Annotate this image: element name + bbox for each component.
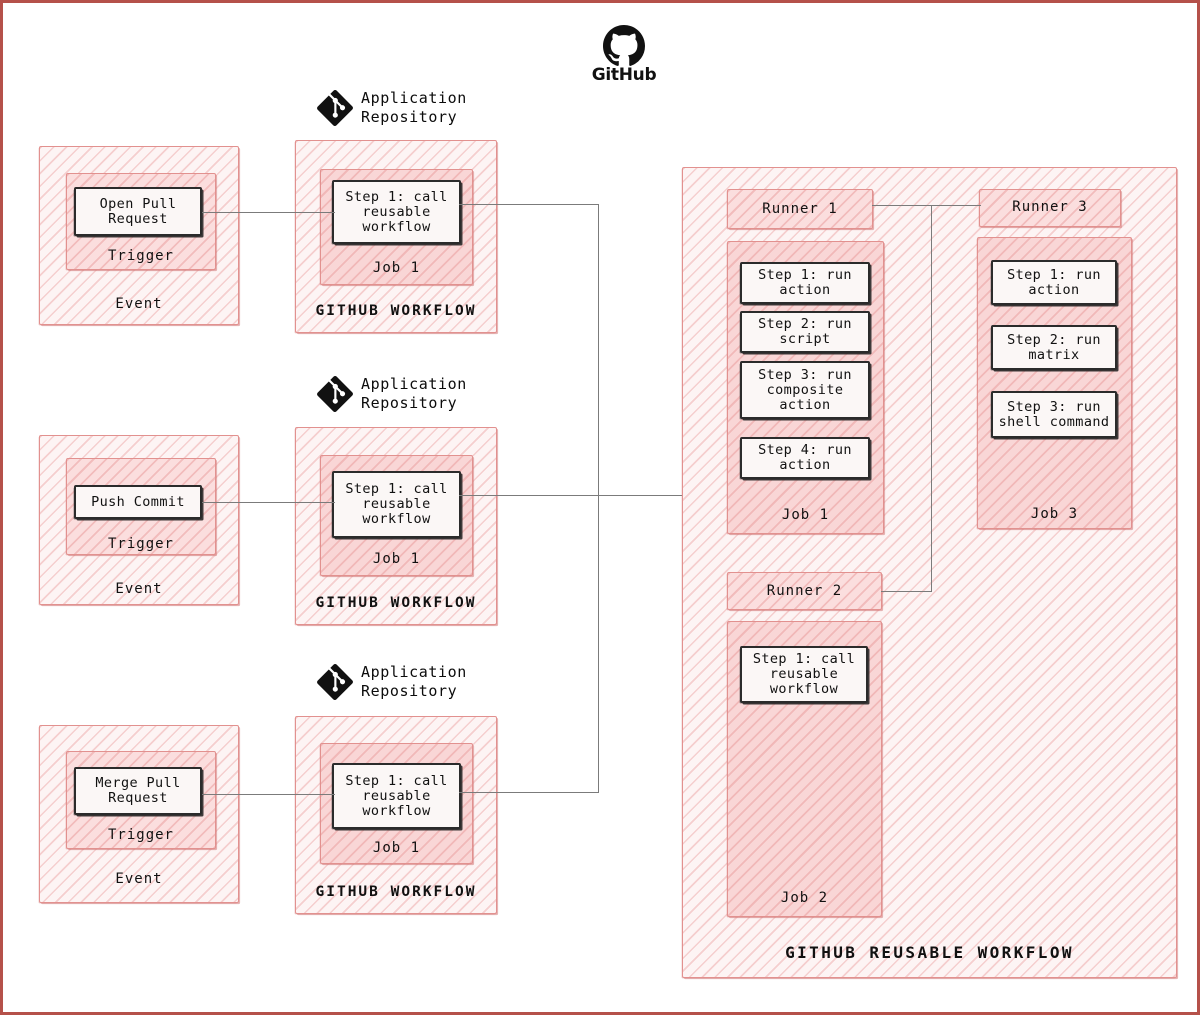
wire-event1-to-workflow1 [202,212,335,214]
wire-bus-to-reusable [598,495,684,497]
runner-label-2: Runner 2 [766,583,843,599]
step-box-r1-4-label: Step 4: run action [758,442,852,473]
event-label-2: Event [115,581,163,597]
wire-workflow3-to-bus [459,792,599,794]
reusable-workflow-label: GITHUB REUSABLE WORKFLOW [785,943,1074,962]
git-logo-icon [317,90,353,126]
github-brand: GitHub [591,25,657,85]
trigger-label-3: Trigger [107,827,174,843]
step-box-r1-1[interactable]: Step 1: run action [740,262,870,304]
step-box-r1-2[interactable]: Step 2: run script [740,311,870,353]
runner-box-2[interactable] [727,572,882,610]
repo-header-3: Application Repository [316,663,467,701]
git-logo-icon [317,376,353,412]
step-box-2-1-1-label: Step 1: call reusable workflow [345,481,448,527]
event-label-1: Event [115,296,163,312]
trigger-chip-3-label: Merge Pull Request [95,775,181,806]
step-box-r1-3[interactable]: Step 3: run composite action [740,361,870,419]
wire-event3-to-workflow3 [202,794,335,796]
step-box-r1-2-label: Step 2: run script [758,316,852,347]
step-box-r1-3-label: Step 3: run composite action [758,366,852,413]
github-logo-icon [603,25,645,66]
git-logo-icon [317,664,353,700]
wire-vertical-bus [598,204,600,793]
wire-runner1-to-runner3 [872,205,981,207]
step-box-1-1-1-label: Step 1: call reusable workflow [345,188,448,235]
job-label-2-1: Job 1 [372,551,421,567]
runner-box-3[interactable] [979,189,1121,227]
step-box-r3-1[interactable]: Step 1: run action [991,260,1117,305]
step-box-2-1-1[interactable]: Step 1: call reusable workflow [332,471,461,538]
job-label-runner-1: Job 1 [781,507,830,523]
job-label-1-1: Job 1 [372,260,421,276]
trigger-label-2: Trigger [107,536,174,552]
job-label-runner-2: Job 2 [780,890,829,906]
step-box-r3-2-label: Step 2: run matrix [1007,331,1101,363]
runner-label-1: Runner 1 [762,201,838,217]
step-box-r3-3[interactable]: Step 3: run shell command [991,391,1117,438]
step-box-r2-1[interactable]: Step 1: call reusable workflow [740,646,868,703]
runner-label-3: Runner 3 [1012,199,1088,215]
trigger-chip-1[interactable]: Open Pull Request [74,187,202,236]
step-box-3-1-1-label: Step 1: call reusable workflow [345,772,448,819]
repo-header-1-label: Application Repository [361,89,467,126]
step-box-r3-2[interactable]: Step 2: run matrix [991,325,1117,370]
step-box-r3-1-label: Step 1: run action [1007,266,1101,298]
workflow-label-2: GITHUB WORKFLOW [315,595,477,611]
github-brand-label: GitHub [591,65,657,85]
workflow-label-1: GITHUB WORKFLOW [315,303,477,319]
runner-box-1[interactable] [727,189,873,229]
step-box-r3-3-label: Step 3: run shell command [998,398,1110,430]
trigger-chip-1-label: Open Pull Request [99,195,177,227]
repo-header-2: Application Repository [316,375,467,413]
event-label-3: Event [115,871,163,887]
step-box-3-1-1[interactable]: Step 1: call reusable workflow [332,763,461,829]
repo-header-3-label: Application Repository [361,663,467,700]
step-box-r1-1-label: Step 1: run action [758,267,852,298]
trigger-chip-3[interactable]: Merge Pull Request [74,767,202,815]
wire-workflow2-to-bus [459,495,599,497]
wire-runner2-to-bus [881,591,932,593]
step-box-r2-1-label: Step 1: call reusable workflow [752,651,856,697]
wire-workflow1-to-bus [459,204,599,206]
step-box-r1-4[interactable]: Step 4: run action [740,437,870,479]
repo-header-2-label: Application Repository [361,375,467,412]
trigger-label-1: Trigger [107,248,174,264]
step-box-1-1-1[interactable]: Step 1: call reusable workflow [332,180,461,244]
trigger-chip-2[interactable]: Push Commit [74,485,202,519]
job-label-3-1: Job 1 [372,840,421,856]
repo-header-1: Application Repository [316,89,467,127]
trigger-chip-2-label: Push Commit [91,493,185,510]
wire-runner-vertical [931,205,933,591]
job-label-runner-3: Job 3 [1030,506,1079,522]
workflow-label-3: GITHUB WORKFLOW [315,884,477,900]
wire-event2-to-workflow2 [202,502,335,504]
